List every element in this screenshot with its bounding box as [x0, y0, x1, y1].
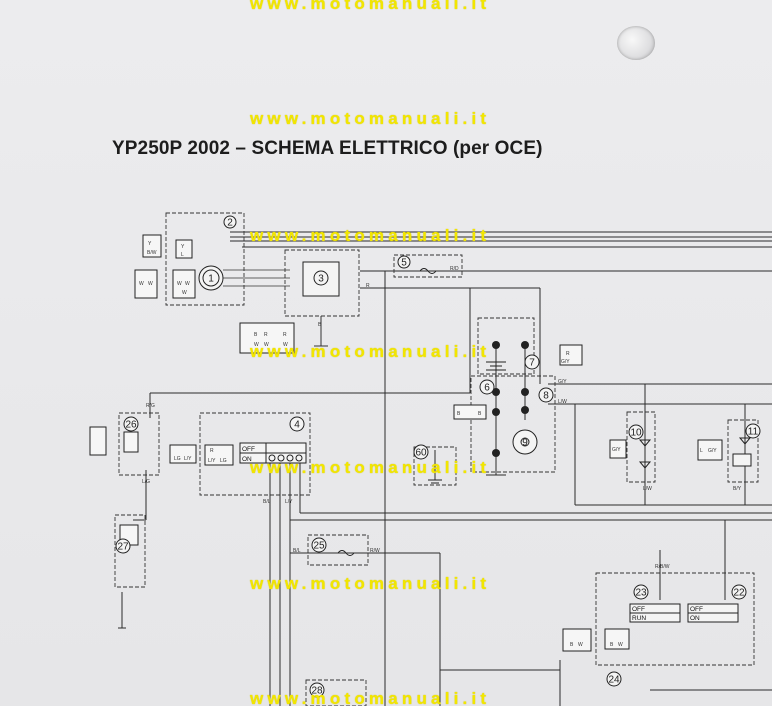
- label-4: 4: [294, 420, 300, 431]
- switch-23-run: RUN: [632, 615, 646, 622]
- watermark: www.motomanuali.it: [250, 574, 491, 593]
- conn-w-3: W: [177, 281, 182, 287]
- label-10: 10: [630, 428, 642, 439]
- conn-b: B: [254, 332, 258, 338]
- wire-label-r-g: R/G: [146, 403, 155, 409]
- conn-lg: LG: [174, 456, 181, 462]
- wire-label-r-w: R/W: [370, 548, 380, 554]
- switch-22-on: ON: [690, 615, 700, 622]
- wire-label-l-y: L/Y: [285, 499, 293, 505]
- label-6: 6: [484, 383, 490, 394]
- conn-ly-2: L/Y: [208, 458, 216, 464]
- conn-r-2: R: [283, 332, 287, 338]
- page-title: YP250P 2002 – SCHEMA ELETTRICO (per OCE): [112, 138, 543, 159]
- conn-ly: L/Y: [184, 456, 192, 462]
- conn-l: L: [181, 252, 184, 258]
- conn-b-5: B: [610, 642, 614, 648]
- watermark: www.motomanuali.it: [250, 109, 491, 128]
- label-7: 7: [529, 358, 535, 369]
- conn-w-8: W: [283, 342, 288, 348]
- wire-label-r-b-w: R/B/W: [655, 564, 670, 570]
- wire-label-b: B: [318, 322, 322, 328]
- watermark: www.motomanuali.it: [250, 0, 491, 13]
- label-22: 22: [733, 588, 745, 599]
- conn-gy-2: G/Y: [612, 447, 621, 453]
- conn-b-3: B: [478, 411, 482, 417]
- conn-w-4: W: [185, 281, 190, 287]
- label-2: 2: [227, 218, 233, 229]
- watermark: www.motomanuali.it: [250, 226, 491, 245]
- conn-r: R: [264, 332, 268, 338]
- label-11: 11: [748, 427, 759, 438]
- wire-label-l-w: L/W: [558, 399, 567, 405]
- switch-23-off: OFF: [632, 606, 645, 613]
- label-60: 60: [415, 448, 427, 459]
- label-3: 3: [318, 274, 324, 285]
- punch-hole: [617, 26, 655, 60]
- conn-gy: G/Y: [561, 359, 570, 365]
- label-24: 24: [608, 675, 620, 686]
- label-5: 5: [401, 258, 407, 269]
- conn-r-3: R: [210, 448, 214, 454]
- wire-label-r: R: [366, 283, 370, 289]
- conn-y-2: Y: [181, 244, 185, 250]
- conn-w-10: W: [618, 642, 623, 648]
- switch-4-off: OFF: [242, 446, 255, 453]
- label-28: 28: [311, 686, 323, 697]
- conn-b-2: B: [457, 411, 461, 417]
- label-27: 27: [117, 542, 129, 553]
- label-25: 25: [313, 541, 325, 552]
- switch-4-on: ON: [242, 456, 252, 463]
- label-9: 9: [522, 438, 528, 449]
- watermark: www.motomanuali.it: [250, 689, 491, 706]
- conn-w-9: W: [578, 642, 583, 648]
- conn-w: W: [139, 281, 144, 287]
- wire-label-b-l: B/L: [263, 499, 271, 505]
- label-23: 23: [635, 588, 647, 599]
- watermark: www.motomanuali.it: [250, 342, 491, 361]
- wire-label-b-l-2: B/L: [293, 548, 301, 554]
- conn-w-5: W: [182, 290, 187, 296]
- conn-w-6: W: [254, 342, 259, 348]
- wire-label-b-y: B/Y: [733, 486, 742, 492]
- conn-y: Y: [148, 241, 152, 247]
- conn-l-2: L: [700, 448, 703, 454]
- conn-lg-2: LG: [220, 458, 227, 464]
- wire-label-l-w-2: L/W: [643, 486, 652, 492]
- switch-22-off: OFF: [690, 606, 703, 613]
- wire-label-r-d: R/D: [450, 266, 459, 272]
- watermark: www.motomanuali.it: [250, 458, 491, 477]
- conn-gy-3: G/Y: [708, 448, 717, 454]
- label-26: 26: [125, 420, 137, 431]
- wire-label-g-y: G/Y: [558, 379, 567, 385]
- conn-w-7: W: [264, 342, 269, 348]
- label-1: 1: [208, 274, 214, 285]
- conn-r-4: R: [566, 351, 570, 357]
- conn-b-4: B: [570, 642, 574, 648]
- label-8: 8: [543, 391, 549, 402]
- conn-bw: B/W: [147, 250, 157, 256]
- wire-label-l-g: L/G: [142, 479, 150, 485]
- conn-w-2: W: [148, 281, 153, 287]
